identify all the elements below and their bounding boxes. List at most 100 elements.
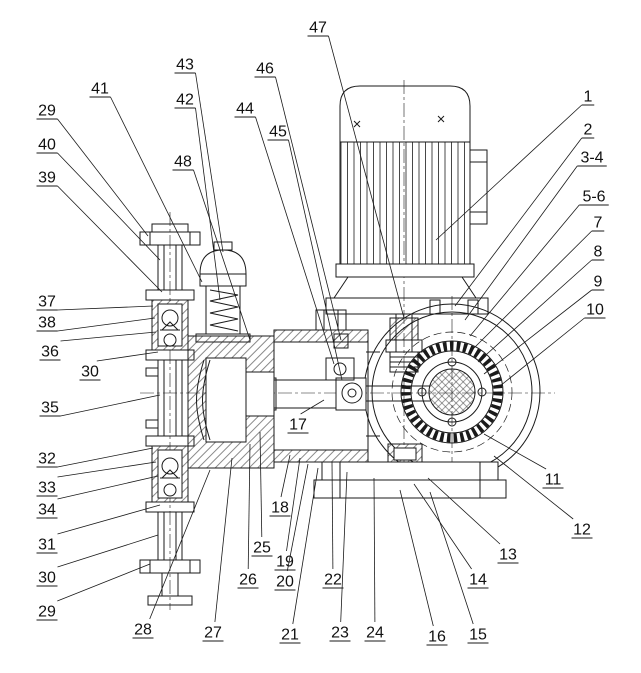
callout-29: 29 (36, 103, 149, 237)
relief-valve (195, 241, 251, 343)
part-number: 29 (38, 604, 56, 621)
callout-28: 28 (132, 469, 211, 639)
callout-41: 41 (89, 81, 203, 283)
leader-line (110, 96, 203, 283)
callout-15: 15 (429, 491, 489, 644)
part-number: 42 (176, 92, 194, 109)
part-number: 44 (236, 101, 254, 118)
callout-45: 45 (267, 124, 343, 381)
part-number: 23 (331, 625, 349, 642)
valve-spring (209, 289, 239, 332)
callout-21: 21 (279, 467, 319, 644)
leader-line (413, 483, 472, 570)
part-number: 40 (38, 137, 56, 154)
valve-flange (145, 501, 195, 513)
leader-line (280, 454, 291, 498)
callout-40: 40 (36, 137, 161, 261)
motor-cap (339, 85, 471, 143)
gear-hub (428, 368, 476, 416)
hydraulic-chamber (205, 357, 247, 443)
part-number: 30 (81, 364, 99, 381)
callout-27: 27 (202, 457, 233, 642)
body-top-boss (315, 309, 347, 331)
leader-line (286, 457, 301, 552)
leader-line (57, 185, 163, 293)
callout-34: 34 (36, 475, 159, 519)
part-number: 37 (38, 294, 56, 311)
leader-line (57, 152, 161, 261)
mounting-bolt (429, 299, 441, 315)
callout-33: 33 (36, 461, 157, 497)
leader-line (454, 137, 583, 307)
valve-column (139, 223, 201, 606)
leader-line (292, 467, 319, 625)
part-number: 39 (38, 170, 56, 187)
leader-line (57, 305, 154, 311)
gear-tip-circle (400, 340, 504, 444)
diaphragm-head (187, 335, 275, 469)
valve-cap-nut (213, 241, 233, 251)
callout-38: 38 (36, 315, 156, 332)
leader-line (57, 475, 159, 500)
part-number: 9 (594, 274, 603, 291)
callout-10: 10 (499, 302, 606, 387)
part-number: 36 (41, 344, 59, 361)
motor-finned-body (339, 141, 471, 265)
leader-line (214, 457, 233, 623)
callout-5-6: 5-6 (469, 189, 609, 337)
callout-32: 32 (36, 447, 154, 468)
callout-42: 42 (174, 92, 221, 301)
part-number: 10 (586, 302, 604, 319)
leader-line (57, 447, 154, 468)
gear-web-circle (421, 361, 483, 423)
gear-hole (447, 357, 457, 367)
callout-20: 20 (274, 463, 309, 591)
leader-line (373, 477, 376, 623)
part-number: 33 (38, 480, 56, 497)
discharge-flange (139, 231, 201, 246)
part-number: 5-6 (582, 189, 605, 206)
callout-26: 26 (237, 443, 259, 589)
callout-46: 46 (254, 61, 342, 341)
upper-valve-seat (160, 321, 180, 331)
leader-line (340, 471, 348, 623)
base-lower-slab (313, 479, 507, 499)
part-number: 24 (366, 625, 384, 642)
leader-line (483, 433, 547, 470)
callout-36: 36 (39, 331, 157, 361)
callout-23: 23 (329, 471, 351, 642)
valve-flange (145, 349, 195, 361)
leader-line (195, 107, 221, 301)
leader-line (60, 394, 161, 417)
oil-drain-bore (393, 447, 417, 461)
housing-reference-circle (391, 331, 513, 453)
leader-line (435, 104, 583, 241)
part-number: 32 (38, 451, 56, 468)
callout-9: 9 (483, 274, 605, 375)
part-number: 45 (269, 124, 287, 141)
leader-line (259, 431, 263, 538)
part-number: 41 (91, 81, 109, 98)
part-number: 25 (253, 540, 271, 557)
base-plate (313, 443, 507, 499)
crosshead-pin-bore (347, 388, 357, 398)
callout-11: 11 (483, 433, 564, 489)
leader-line (57, 317, 156, 332)
part-number: 34 (38, 502, 56, 519)
upper-valve-ball (161, 309, 179, 327)
gear-hole (417, 387, 427, 397)
callout-44: 44 (234, 101, 335, 365)
worm-gear (400, 340, 504, 444)
callout-16: 16 (399, 489, 448, 646)
part-number: 29 (38, 103, 56, 120)
motor-base-ring (335, 263, 475, 278)
part-number: 3-4 (580, 150, 603, 167)
part-number: 30 (38, 570, 56, 587)
leader-line (193, 169, 251, 341)
leader-line (149, 469, 211, 620)
diaphragm-backplate (202, 359, 211, 441)
part-number: 8 (594, 244, 603, 261)
lower-valve-ball-2 (163, 483, 177, 497)
callout-37: 37 (36, 294, 154, 311)
leader-line (493, 455, 574, 520)
